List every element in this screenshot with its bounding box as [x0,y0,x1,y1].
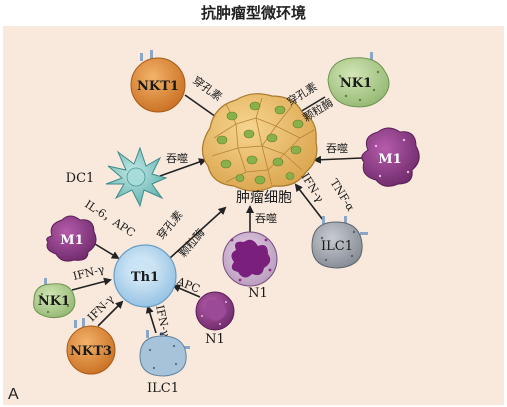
label-ilc1-bottom: ILC1 [147,381,179,396]
arrow-n1-to-th1 [172,284,201,298]
tumor-cell-cluster [201,93,318,192]
arrow-label-ilc1-a: IFN-γ [298,171,326,205]
arrow-dc1-to-tumor [159,158,207,177]
arrow-label-ilc1-bottom: IFN-γ [153,304,172,338]
arrow-label-dc1: 吞噬 [166,151,188,165]
arrow-th1-to-tumor [169,206,227,259]
arrow-m1-to-tumor [313,155,363,164]
m1-right-cell [361,127,420,187]
arrow-label-m1-right: 吞噬 [326,141,348,155]
arrow-label-n1: 吞噬 [255,211,277,225]
nk1-left-cell [33,278,76,319]
label-th1: Th1 [131,270,159,285]
label-nkt1: NKT1 [137,79,179,94]
th1-cell [113,244,177,308]
arrow-label-ilc1-b: TNF-α [327,177,357,214]
figure-title: 抗肿瘤型微环境 [200,4,306,22]
arrow-label-nkt1: 穿孔素 [190,73,225,104]
m1-left-cell [46,215,97,262]
panel-letter: A [8,386,19,403]
label-nk1-top: NK1 [340,76,372,91]
arrow-nkt3-to-th1 [97,300,124,327]
nkt1-cell [130,50,186,113]
arrow-nk1-to-th1 [71,277,112,291]
arrow-label-nk1-left: IFN-γ [72,262,107,282]
label-nkt3: NKT3 [70,344,112,359]
label-dc1: DC1 [66,171,95,186]
label-tumor: 肿瘤细胞 [236,189,292,206]
arrow-label-th1-b: 颗粒酶 [176,226,208,260]
label-m1-right: M1 [378,152,401,167]
label-nk1-left: NK1 [38,294,70,309]
ilc1-bottom-cell [139,330,190,377]
ilc1-right-cell [311,216,368,269]
n1-small-cell [195,291,235,331]
arrow-m1-to-th1 [94,243,120,260]
arrow-label-th1-a: 穿孔素 [154,208,186,242]
nk1-top-cell [327,52,390,108]
label-n1-small: N1 [205,332,225,347]
n1-center-cell [222,231,278,287]
nkt3-cell [66,318,116,375]
label-n1-center: N1 [248,286,268,301]
dc1-cell [105,146,168,208]
arrow-ilc1-to-th1 [145,305,157,334]
arrow-ilc1-to-tumor [294,183,324,221]
label-m1-left: M1 [60,233,83,248]
arrow-label-nkt3: IFN-γ [85,292,117,324]
label-ilc1-right: ILC1 [321,239,353,254]
